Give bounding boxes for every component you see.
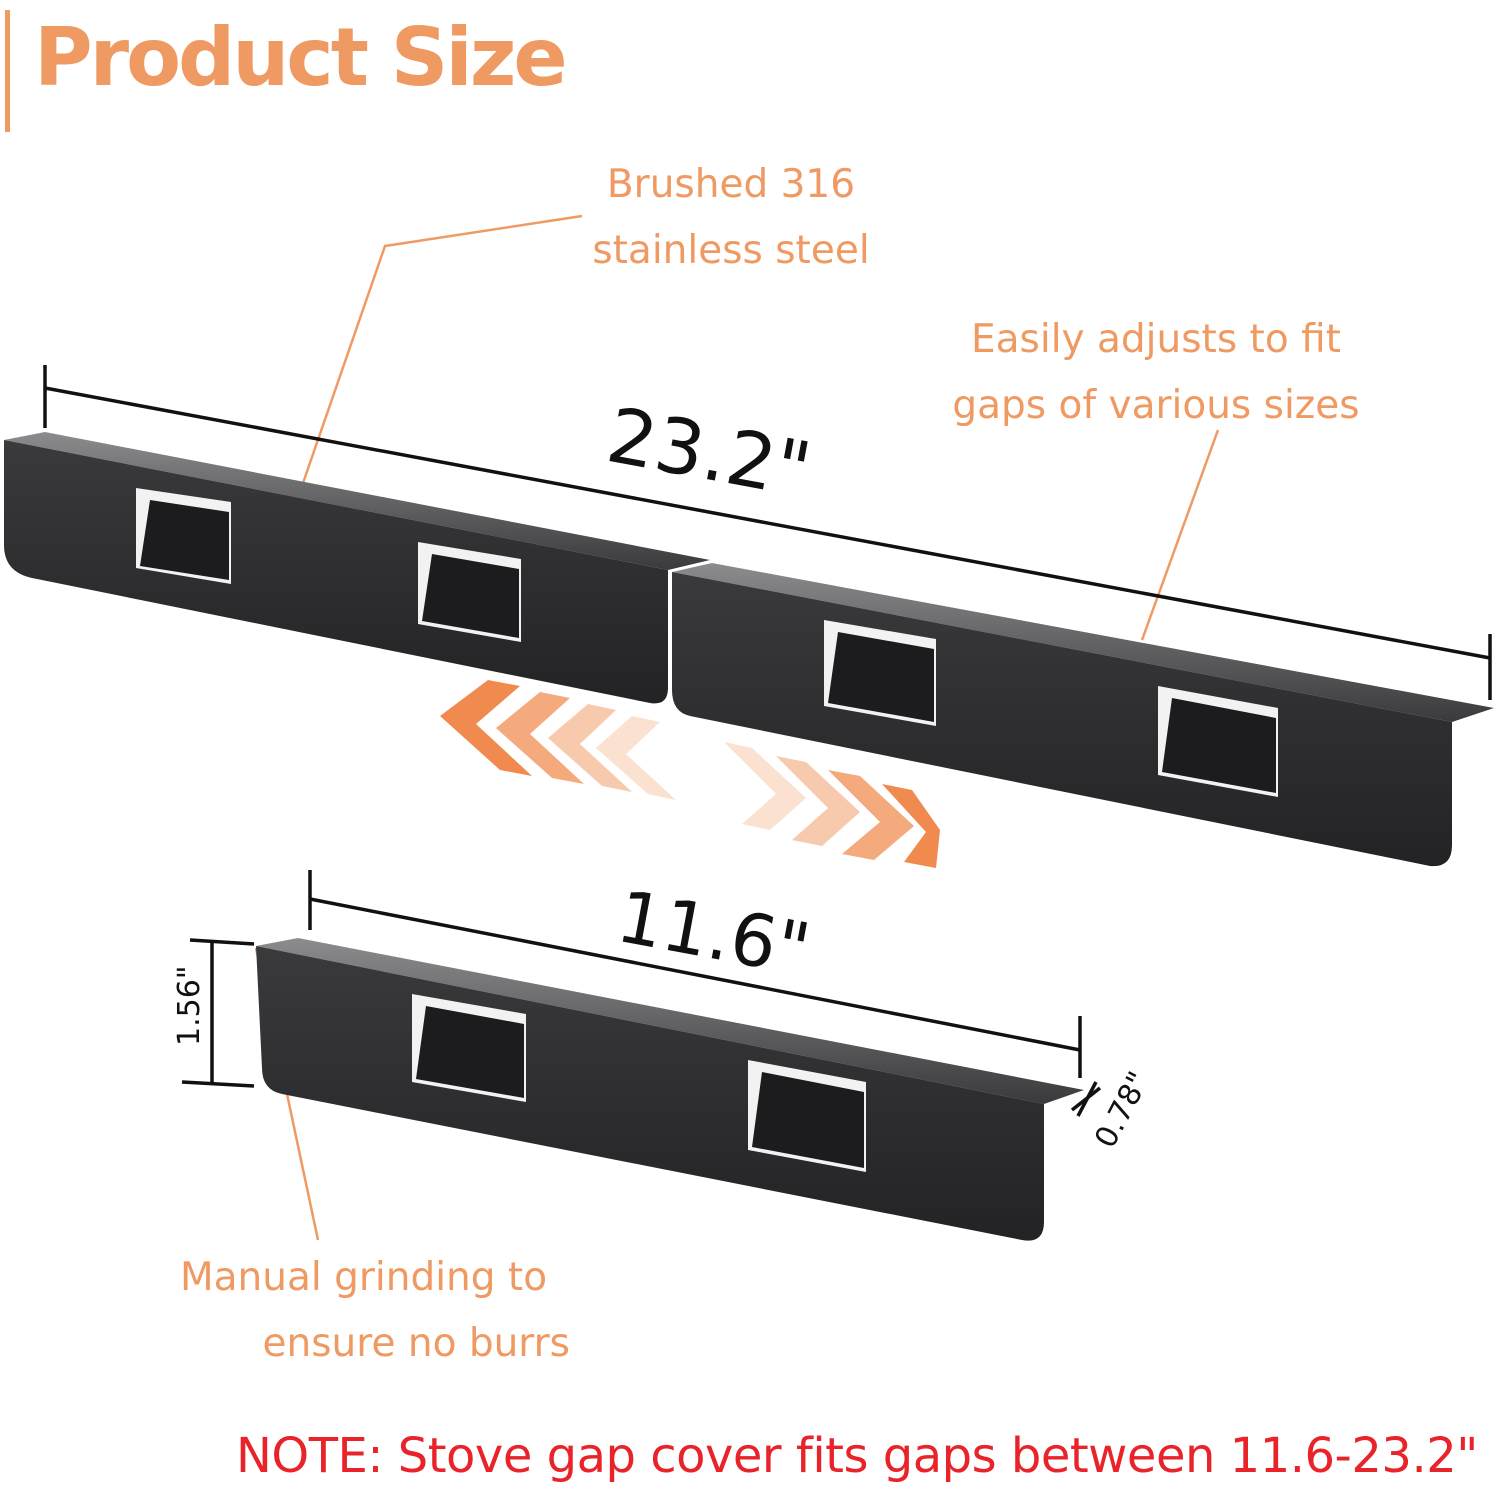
right-panel <box>672 563 1494 867</box>
left-panel-slot-2 <box>418 542 521 642</box>
callout-adjust-line-1: Easily adjusts to fit <box>971 317 1341 362</box>
small-panel-body <box>256 946 1044 1241</box>
callout-grinding-line-2: ensure no burrs <box>262 1321 570 1366</box>
callout-material: Brushed 316 stainless steel <box>586 152 876 284</box>
callout-adjust-line-2: gaps of various sizes <box>952 383 1360 428</box>
chevrons-right-icon <box>724 742 940 868</box>
dimension-lip: 0.78" <box>1088 1066 1157 1154</box>
small-panel <box>256 938 1084 1241</box>
title-accent-bar <box>5 10 10 132</box>
small-panel-slot-1 <box>412 994 526 1102</box>
left-panel-body <box>4 440 668 704</box>
chevrons-left-icon <box>440 680 676 800</box>
callout-grinding-line-1: Manual grinding to <box>180 1255 548 1300</box>
left-panel-slot-1 <box>136 488 231 584</box>
right-panel-lip <box>672 563 1494 722</box>
page-title: Product Size <box>34 11 568 104</box>
right-panel-slot-1 <box>824 620 936 726</box>
left-panel-lip <box>4 432 710 570</box>
small-panel-slot-2 <box>748 1060 866 1172</box>
leader-adjust <box>1140 429 1220 641</box>
dimension-half-length: 11.6" <box>611 874 817 992</box>
leader-material <box>300 214 583 487</box>
callout-material-line-1: Brushed 316 <box>606 162 856 207</box>
callout-adjust: Easily adjusts to fit gaps of various si… <box>946 307 1366 439</box>
callout-material-line-2: stainless steel <box>592 228 870 273</box>
left-panel <box>4 432 710 704</box>
dimension-height: 1.56" <box>172 965 207 1046</box>
fit-note: NOTE: Stove gap cover fits gaps between … <box>236 1428 1478 1484</box>
right-panel-body <box>672 572 1452 867</box>
right-panel-slot-2 <box>1158 686 1278 797</box>
callout-grinding: Manual grinding to ensure no burrs <box>180 1245 570 1377</box>
small-panel-lip <box>256 938 1084 1104</box>
dimension-lines <box>43 365 1492 1117</box>
